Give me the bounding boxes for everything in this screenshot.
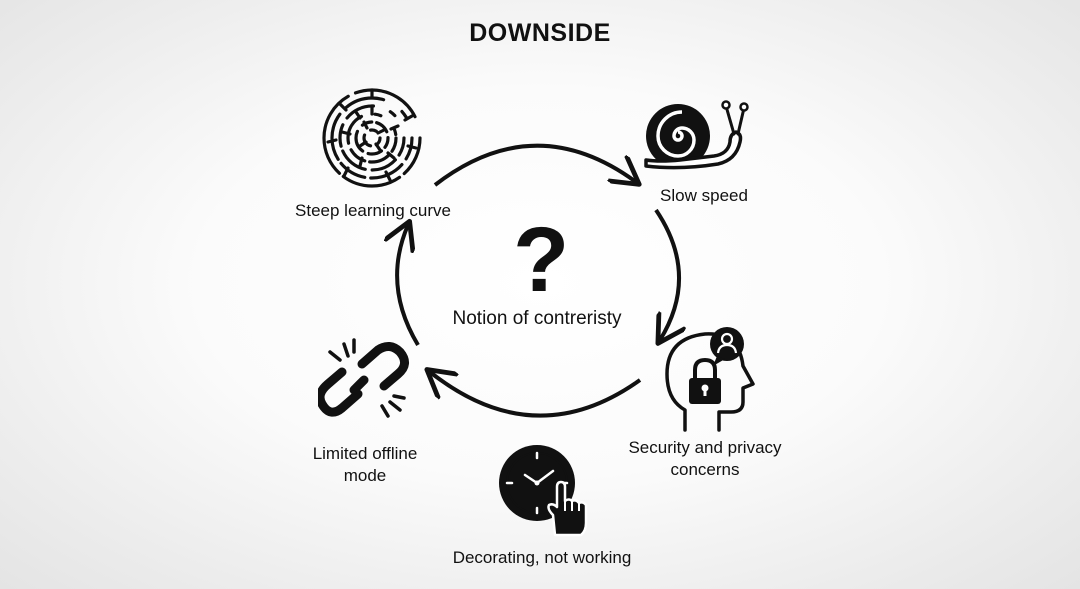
head-lock-icon [665, 327, 755, 432]
slow-speed-label: Slow speed [660, 186, 748, 205]
clock-hand-icon [499, 445, 588, 537]
question-mark-icon: ? [513, 209, 570, 311]
diagram-title: DOWNSIDE [469, 19, 611, 47]
arrow-bottom [430, 372, 642, 418]
snail-icon [644, 100, 749, 170]
maze-icon [322, 88, 422, 188]
limited-offline-label-line1: Limited offline [312, 444, 418, 463]
decorating-not-working-label: Decorating, not working [452, 548, 632, 567]
steep-learning-curve-label: Steep learning curve [295, 201, 451, 220]
arrow-right [654, 208, 679, 340]
security-privacy-label-line2: concerns [670, 460, 740, 479]
arrow-left [397, 225, 420, 347]
limited-offline-label-line2: mode [343, 466, 387, 485]
security-privacy-label-line1: Security and privacy [628, 438, 782, 457]
center-label: Notion of contreristy [452, 308, 622, 329]
broken-chain-icon [318, 338, 409, 418]
arrow-top [433, 143, 636, 185]
